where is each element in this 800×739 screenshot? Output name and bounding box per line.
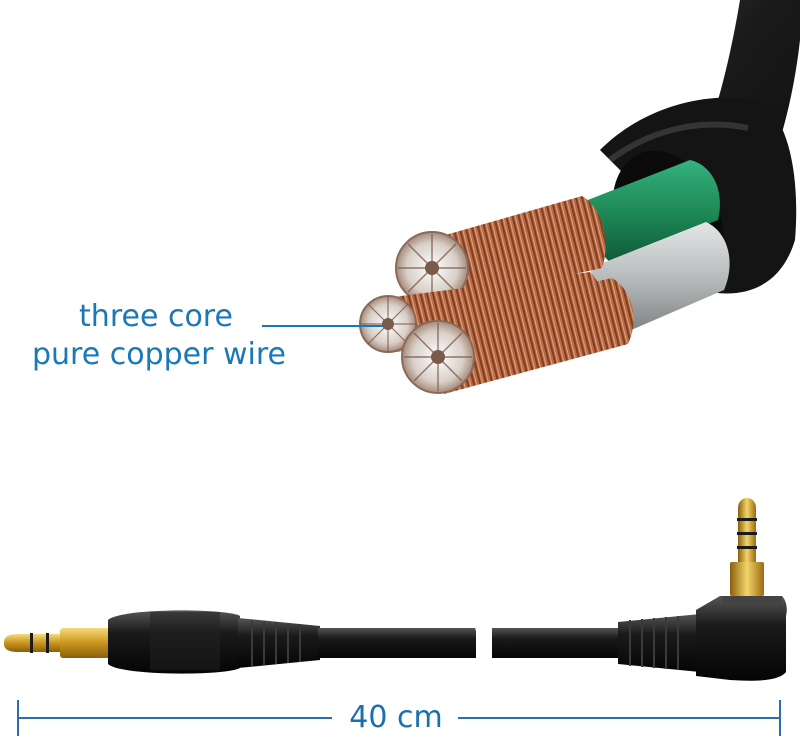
angled-strain-relief xyxy=(618,614,700,672)
green-insulated-core xyxy=(575,160,720,262)
straight-strain-relief xyxy=(238,618,320,668)
callout-text-line1: three core xyxy=(79,299,233,334)
callout-text-line2: pure copper wire xyxy=(32,337,286,372)
dimension-label: 40 cm xyxy=(340,700,452,736)
angled-plug-housing xyxy=(696,596,787,681)
dimension-line xyxy=(17,700,781,736)
audio-cable xyxy=(4,498,787,681)
cable-segment-left xyxy=(318,628,476,658)
cable-segment-right xyxy=(492,628,622,658)
copper-strand-bundle-lower xyxy=(401,278,634,394)
straight-gold-plug xyxy=(4,628,110,658)
angled-gold-plug xyxy=(730,498,764,596)
